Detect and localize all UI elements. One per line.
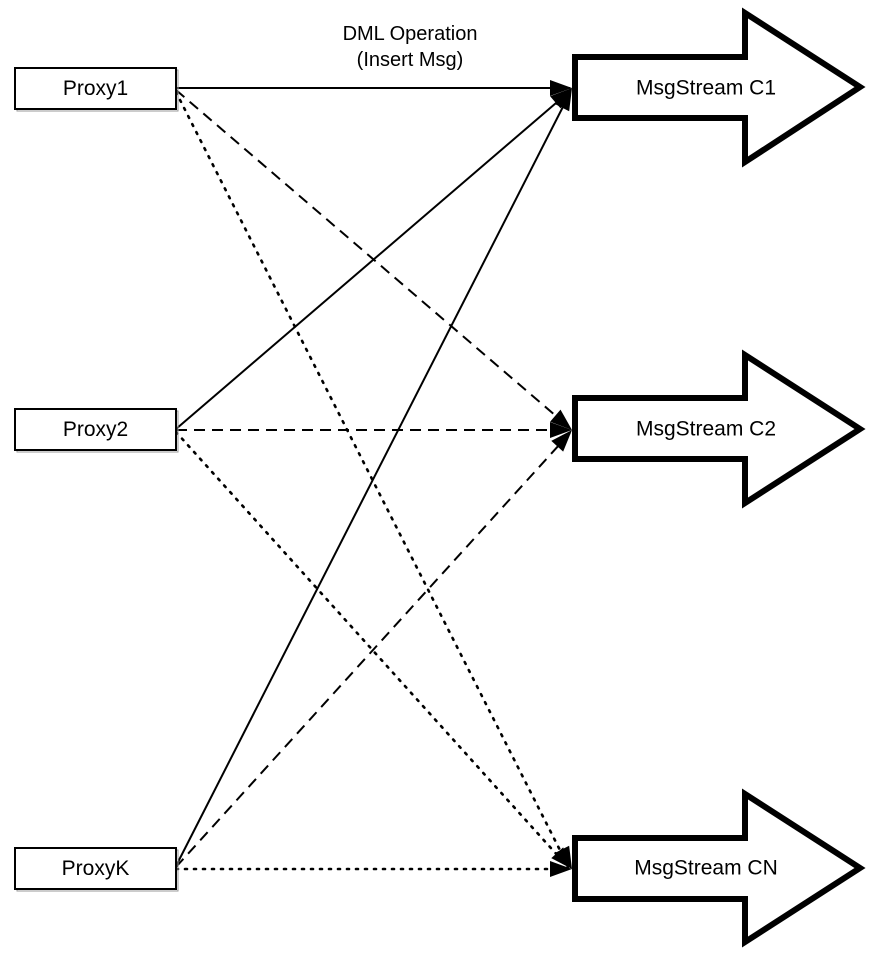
- proxy-node-proxyk[interactable]: ProxyK: [14, 847, 179, 892]
- msgstream-node-msgstream-c1[interactable]: MsgStream C1: [572, 7, 866, 168]
- msgstream-arrow-shape[interactable]: [572, 788, 866, 948]
- msgstream-label: MsgStream CN: [634, 857, 778, 880]
- arrowhead-e-pk-c2: [551, 430, 572, 452]
- edge-label-dml-operation: DML Operation (Insert Msg): [343, 23, 478, 71]
- edge-label-line-2: (Insert Msg): [357, 49, 464, 71]
- edge-proxyK-to-stream_c2: [175, 432, 571, 868]
- edge-label-line-1: DML Operation: [343, 23, 478, 45]
- proxy-label: Proxy2: [63, 418, 128, 441]
- arrowhead-e-p2-c2: [550, 422, 572, 438]
- edge-proxyK-to-stream_c1: [175, 92, 571, 867]
- proxy-label: Proxy1: [63, 77, 128, 100]
- msgstream-node-msgstream-c2[interactable]: MsgStream C2: [572, 349, 866, 509]
- edge-proxy2-to-stream_cn: [174, 430, 570, 869]
- arrowhead-e-p1-c2: [550, 409, 572, 430]
- arrowhead-e-pk-c1: [554, 88, 572, 112]
- edges-group: [174, 87, 571, 871]
- proxy-box-outline[interactable]: [14, 847, 177, 890]
- arrowheads-group: [550, 80, 572, 877]
- edge-proxy2-to-stream_c1: [175, 90, 571, 430]
- edge-proxy1-to-stream_cn: [174, 90, 570, 868]
- arrowhead-e-pk-cn: [550, 861, 572, 877]
- proxy-label: ProxyK: [62, 857, 130, 880]
- msgstream-label: MsgStream C1: [636, 77, 776, 100]
- proxy-node-proxy1[interactable]: Proxy1: [14, 67, 179, 112]
- msgstream-arrow-shape[interactable]: [572, 349, 866, 509]
- msgstream-nodes-group: MsgStream C1 MsgStream C2 MsgStream CN: [572, 7, 866, 948]
- proxy-box-outline[interactable]: [14, 408, 177, 451]
- proxy-node-proxy2[interactable]: Proxy2: [14, 408, 179, 453]
- msgstream-node-msgstream-cn[interactable]: MsgStream CN: [572, 788, 866, 948]
- msgstream-arrow-shape[interactable]: [572, 7, 866, 168]
- proxy-box-outline[interactable]: [14, 67, 177, 110]
- arrowhead-e-p1-c1: [550, 80, 572, 96]
- arrowhead-e-p2-cn: [551, 847, 572, 869]
- msgstream-label: MsgStream C2: [636, 418, 776, 441]
- arrowhead-e-p2-c1: [550, 88, 572, 109]
